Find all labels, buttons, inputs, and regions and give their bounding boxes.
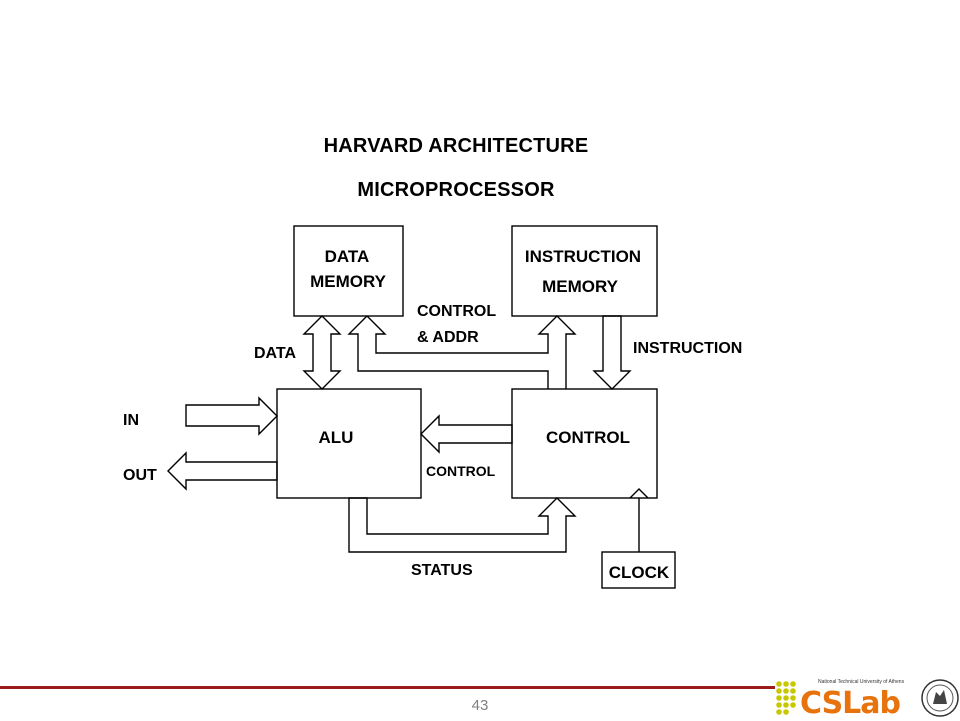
out-arrow [167,451,278,491]
instruction-arrow [592,315,632,390]
alu-label: ALU [319,428,354,447]
clock-label: CLOCK [609,563,670,582]
instruction-memory-label-1: INSTRUCTION [525,247,641,266]
clock-edge-marker [629,488,649,499]
data-signal-label: DATA [254,345,297,362]
control-addr-label-1: CONTROL [417,303,496,320]
out-label: OUT [123,467,157,484]
title-line-1: HARVARD ARCHITECTURE [323,135,589,157]
logo-dots-icon [776,681,796,715]
control-block-label: CONTROL [546,428,630,447]
data-memory-label-1: DATA [325,247,370,266]
control-signal-label: CONTROL [426,463,496,479]
instruction-memory-block [511,225,658,317]
footer-divider [0,686,775,689]
instruction-signal-label: INSTRUCTION [633,340,742,357]
cslab-logo [776,679,959,717]
control-addr-label-2: & ADDR [417,329,479,346]
logo-wordmark: CSLab [800,686,901,721]
data-memory-block [293,225,404,317]
status-label: STATUS [411,562,473,579]
in-arrow [185,396,278,436]
control-to-alu-arrow [420,414,513,454]
logo-subtitle: National Technical University of Athens [818,679,905,685]
instruction-memory-label-2: MEMORY [542,277,619,296]
university-seal-icon [921,679,959,717]
control-addr-bus-inner [366,315,577,389]
status-arrow [348,497,577,553]
control-addr-bus-outer [347,315,549,389]
in-label: IN [123,412,139,429]
page-number: 43 [471,697,489,714]
title-line-2: MICROPROCESSOR [357,179,555,201]
data-memory-label-2: MEMORY [310,272,387,291]
data-bus-arrow [302,315,342,390]
